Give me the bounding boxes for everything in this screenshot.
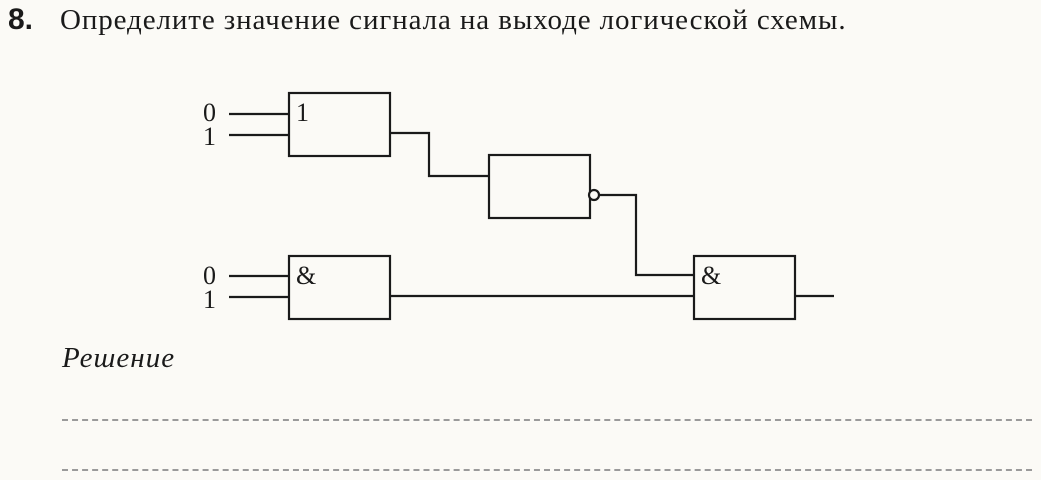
solution-label: Решение: [62, 342, 176, 374]
and-gate-box-2: [692, 254, 797, 321]
gate3-label: &: [296, 261, 316, 290]
task-text: Определите значение сигнала на выходе ло…: [60, 4, 847, 36]
answer-line[interactable]: [62, 469, 1032, 471]
and-gate-box-1: [287, 254, 392, 321]
or-gate-box: [287, 91, 392, 158]
gate4-label: &: [701, 261, 721, 290]
answer-line[interactable]: [62, 419, 1032, 421]
inversion-bubble: [587, 188, 601, 202]
gate3-input-b-label: 1: [203, 285, 216, 314]
not-gate-box: [487, 153, 592, 220]
task-number: 8.: [8, 3, 34, 36]
gate1-input-b-label: 1: [203, 122, 216, 151]
logic-circuit-diagram: 0 1 0 1 1 & &: [203, 91, 834, 321]
gate3-input-a-label: 0: [203, 261, 216, 290]
wire-gate2-to-gate4: [599, 193, 694, 277]
wire-gate1-to-gate2: [390, 131, 489, 178]
gate1-label: 1: [296, 98, 309, 127]
gate1-input-a-label: 0: [203, 98, 216, 127]
